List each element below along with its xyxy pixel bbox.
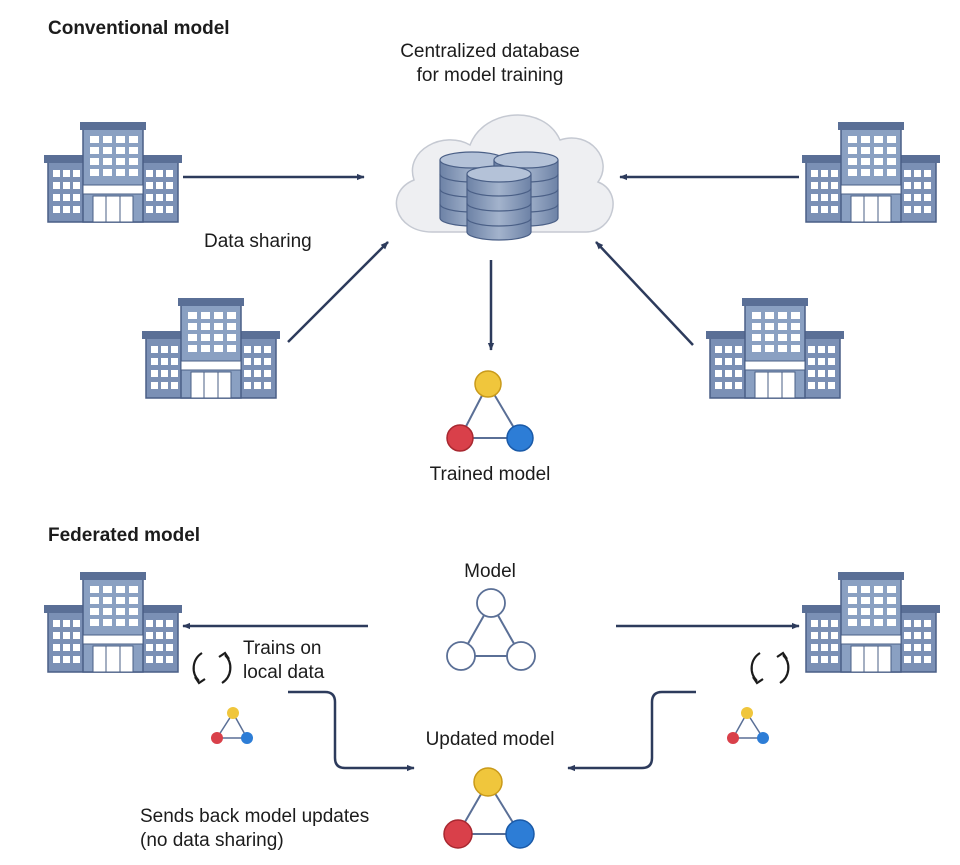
building-icon bbox=[801, 571, 941, 673]
building-icon bbox=[43, 571, 183, 673]
building-icon bbox=[705, 297, 845, 399]
updated-model-icon bbox=[443, 767, 535, 849]
building-icon bbox=[141, 297, 281, 399]
federated-model-heading: Federated model bbox=[48, 525, 201, 546]
trained-model-icon bbox=[446, 370, 534, 452]
local-model-icon bbox=[211, 707, 253, 744]
refresh-cycle-icon bbox=[192, 651, 232, 685]
updated-model-label: Updated model bbox=[425, 729, 555, 750]
data-sharing-arrows bbox=[183, 173, 799, 351]
trained-model-label: Trained model bbox=[429, 464, 551, 485]
local-model-icon bbox=[727, 707, 769, 744]
building-icon bbox=[801, 121, 941, 223]
refresh-cycle-icon bbox=[750, 651, 790, 685]
model-update-arrows bbox=[288, 690, 696, 772]
sends-back-model-updates-label: Sends back model updates (no data sharin… bbox=[140, 806, 370, 851]
model-label: Model bbox=[464, 561, 516, 582]
centralized-database-label: Centralized database for model training bbox=[400, 41, 580, 86]
data-sharing-label: Data sharing bbox=[204, 231, 312, 252]
model-icon bbox=[446, 588, 536, 671]
building-icon bbox=[43, 121, 183, 223]
trains-on-local-data-label: Trains on local data bbox=[243, 638, 325, 683]
conventional-model-heading: Conventional model bbox=[48, 18, 230, 39]
